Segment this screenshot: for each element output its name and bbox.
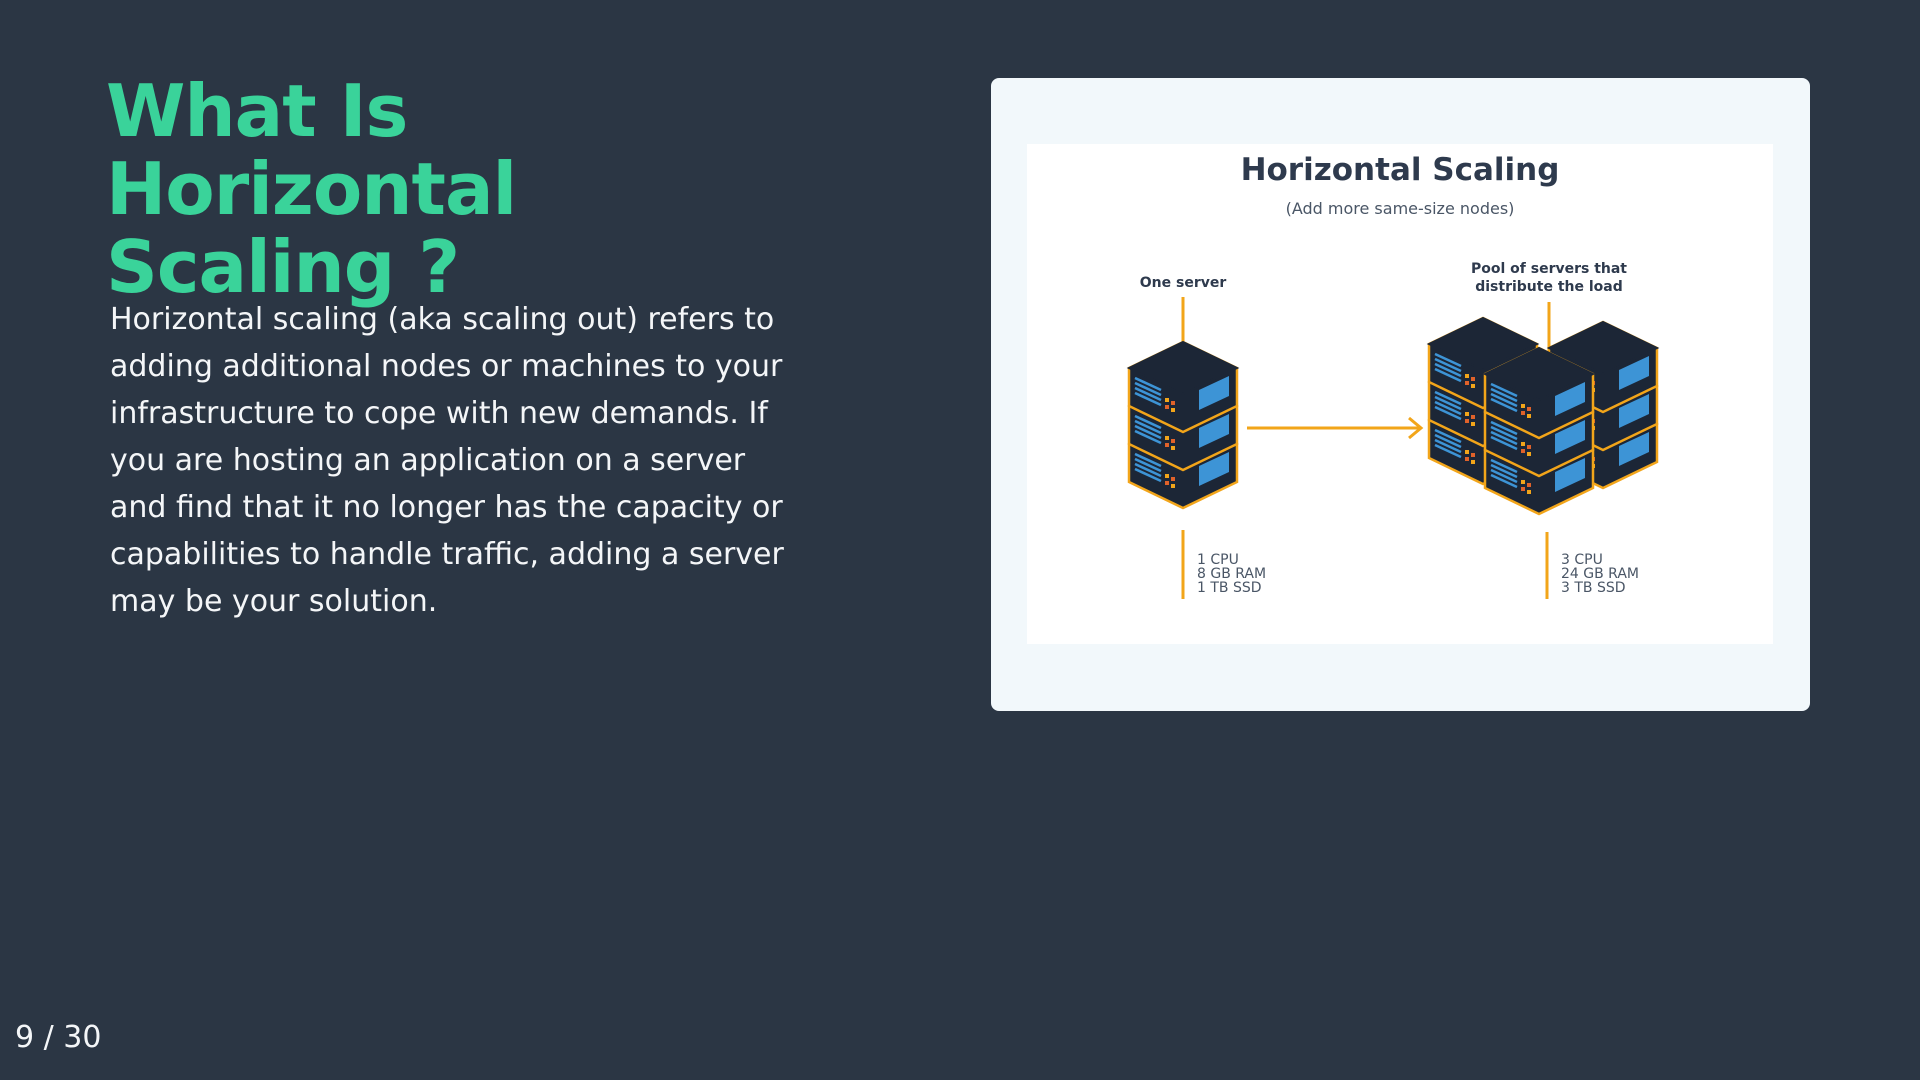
server-pool-icon	[1429, 318, 1657, 514]
diagram-image: Horizontal Scaling (Add more same-size n…	[1027, 144, 1773, 644]
figure-card: Horizontal Scaling (Add more same-size n…	[991, 78, 1810, 711]
right-spec-ssd: 3 TB SSD	[1561, 580, 1626, 596]
server-pool-label-line1: Pool of servers that	[1471, 261, 1627, 277]
left-spec-cpu: 1 CPU	[1197, 552, 1239, 568]
arrow-right-icon	[1247, 416, 1424, 440]
diagram-subtitle: (Add more same-size nodes)	[1286, 199, 1515, 218]
one-server-label: One server	[1140, 275, 1227, 291]
left-spec-ram: 8 GB RAM	[1197, 566, 1266, 582]
horizontal-scaling-diagram: Horizontal Scaling (Add more same-size n…	[1027, 152, 1773, 599]
diagram-title: Horizontal Scaling	[1241, 152, 1560, 188]
left-spec-ssd: 1 TB SSD	[1197, 580, 1262, 596]
right-spec-ram: 24 GB RAM	[1561, 566, 1639, 582]
right-spec-cpu: 3 CPU	[1561, 552, 1603, 568]
server-pool-label-line2: distribute the load	[1475, 279, 1623, 295]
slide-body-text: Horizontal scaling (aka scaling out) ref…	[110, 302, 784, 619]
slide-title: What Is Horizontal Scaling ?	[106, 69, 517, 309]
page-number: 9 / 30	[15, 1020, 102, 1055]
server-stack-icon	[1129, 342, 1237, 508]
